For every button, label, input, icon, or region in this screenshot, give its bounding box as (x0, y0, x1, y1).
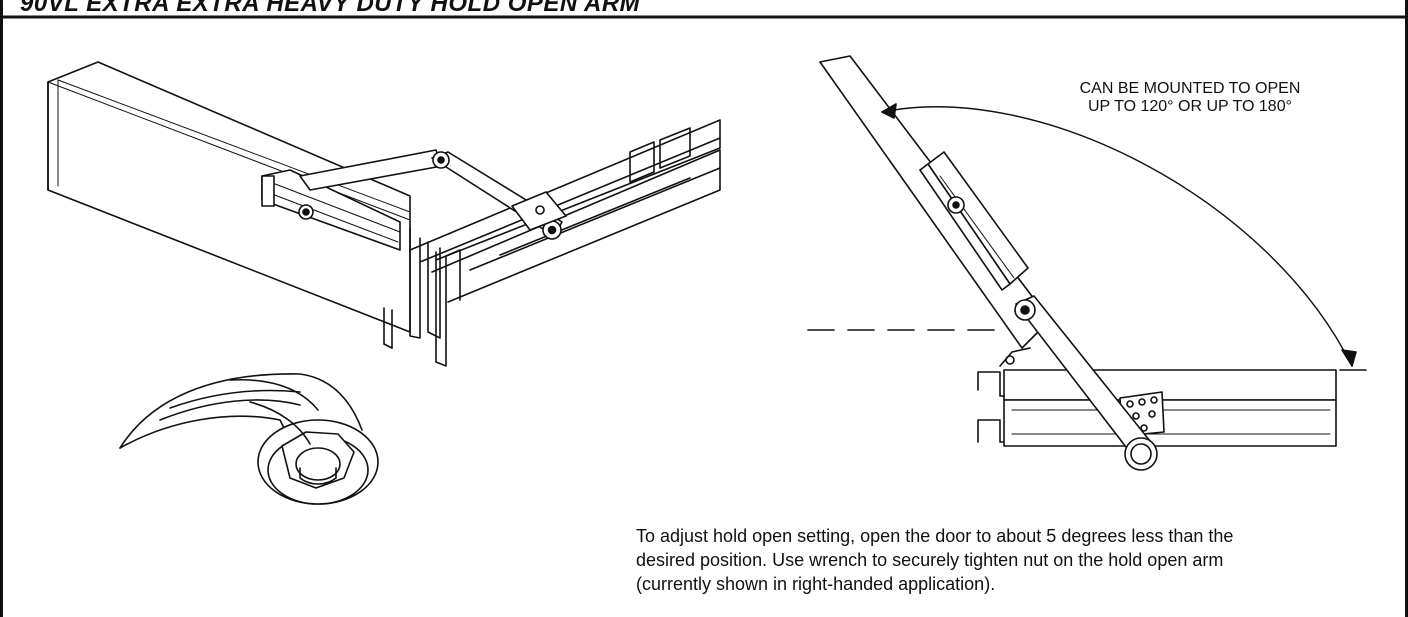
angle-note-line-2: UP TO 120° OR UP TO 180° (1087, 98, 1292, 115)
plan-door-view (807, 55, 1367, 471)
instructions-line-1: To adjust hold open setting, open the do… (636, 526, 1234, 546)
mounting-angle-note: CAN BE MOUNTED TO OPEN UP TO 120° OR UP … (1050, 80, 1330, 116)
isometric-door-view (47, 61, 721, 367)
instructions-line-3: (currently shown in right-handed applica… (636, 574, 996, 594)
page-title: 90VL EXTRA EXTRA HEAVY DUTY HOLD OPEN AR… (20, 0, 641, 16)
title-bar: 90VL EXTRA EXTRA HEAVY DUTY HOLD OPEN AR… (0, 0, 1408, 16)
nut-detail-view (119, 373, 379, 505)
hold-open-instructions: To adjust hold open setting, open the do… (636, 524, 1336, 596)
instructions-line-2: desired position. Use wrench to securely… (636, 550, 1224, 570)
angle-note-line-1: CAN BE MOUNTED TO OPEN (1079, 80, 1301, 97)
